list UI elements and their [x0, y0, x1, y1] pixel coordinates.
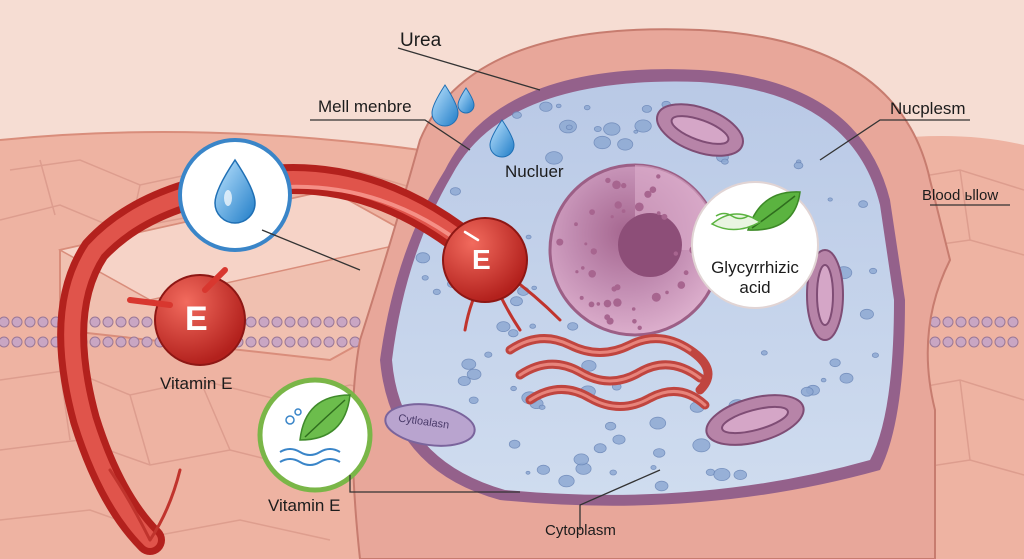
label-vitamin-e-top: Vitamin E	[160, 374, 233, 393]
water-drop-icon	[178, 138, 292, 252]
vitamin-e-badge-letter-left: E	[185, 300, 208, 338]
label-cytoplasm: Cytoplasm	[545, 522, 616, 539]
label-cell-membrane: Mell menbre	[318, 97, 412, 116]
cytoplasm-organelle	[384, 403, 476, 447]
label-glycyrrhizic-line1: Glycyrrhizic	[711, 258, 799, 277]
label-blood-flow: Blood ьllow	[922, 187, 999, 204]
eco-leaf-waves-icon	[257, 377, 373, 493]
vitamin-e-badge-icon	[442, 217, 528, 303]
mitochondria	[656, 103, 844, 446]
leaf-icon	[691, 181, 819, 309]
vitamin-e-badge-letter-center: E	[472, 244, 491, 275]
vitamin-e-badge-icon	[127, 267, 246, 366]
label-vitamin-e-bottom: Vitamin E	[268, 496, 341, 515]
water-drop-icon	[431, 84, 515, 158]
label-glycyrrhizic-acid: Glycyrrhizic acid	[705, 258, 805, 298]
label-urea: Urea	[400, 30, 442, 51]
label-nucleus: Nucluer	[505, 162, 564, 181]
leader-lines	[261, 47, 1010, 530]
label-nucleoplasm: Nucplesm	[890, 99, 966, 118]
label-glycyrrhizic-line2: acid	[739, 278, 771, 297]
